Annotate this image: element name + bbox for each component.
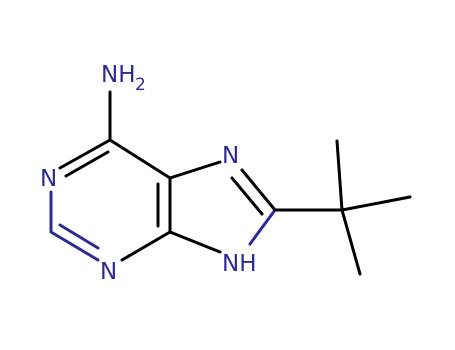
atom-n9-label: NH (222, 251, 257, 277)
bond-c2-n3-inner (58, 223, 100, 250)
bonds (49, 90, 412, 276)
bond-c6-n1-inner (64, 150, 110, 178)
bond-c2-n3 (49, 230, 100, 262)
bond-n7-c8 (240, 168, 277, 212)
bond-n3-c4 (120, 230, 172, 262)
atom-labels: NH 2 N N N NH (40, 62, 257, 285)
atom-nh2-label: NH (101, 62, 136, 88)
bond-c5-c6 (108, 138, 172, 180)
atom-n7-label: N (222, 143, 239, 169)
bond-n9-c4 (168, 230, 222, 254)
atom-n3-label: N (100, 259, 117, 285)
atom-nh2-subscript: 2 (135, 75, 146, 95)
bond-cq-me2 (340, 195, 412, 212)
bond-c6-n1 (58, 138, 112, 170)
bond-n7-c8-inner (230, 176, 264, 216)
atom-n1-label: N (40, 166, 57, 192)
bond-c5-n7 (168, 160, 222, 180)
bond-cq-me1 (335, 139, 344, 212)
bond-cq-me3 (340, 208, 362, 276)
bond-c8-n9 (248, 208, 277, 246)
